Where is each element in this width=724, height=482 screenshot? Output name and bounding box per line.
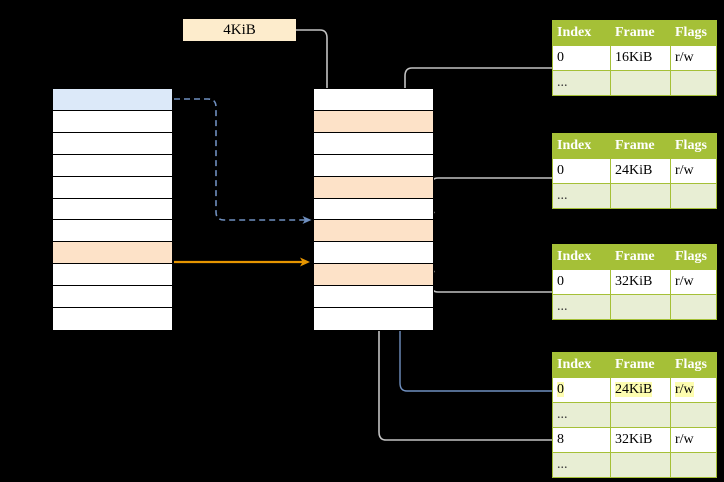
physical-frame-row-0 — [314, 89, 433, 111]
physical-frame-row-3 — [314, 154, 433, 177]
cell-frame: 24KiB — [610, 158, 671, 184]
cell-index: 0 — [552, 158, 611, 184]
cell-index: ... — [552, 183, 611, 209]
physical-frame-row-1 — [314, 110, 433, 133]
table-row[interactable]: ... — [552, 183, 717, 209]
table-row[interactable]: ... — [552, 402, 717, 428]
column-header-flags: Flags — [670, 133, 717, 159]
cell-flags: r/w — [670, 269, 717, 295]
virtual-page-row-9 — [53, 286, 172, 309]
size-label-text: 4KiB — [223, 22, 256, 38]
physical-frame-row-6 — [314, 220, 433, 243]
column-header-index: Index — [552, 244, 611, 270]
virtual-page-row-6 — [53, 220, 172, 243]
cell-frame — [610, 70, 671, 96]
column-header-frame: Frame — [610, 20, 671, 46]
cell-flags — [670, 70, 717, 96]
virtual-page-row-5 — [53, 198, 172, 221]
cell-flags — [670, 452, 717, 478]
cell-frame — [610, 294, 671, 320]
column-header-index: Index — [552, 20, 611, 46]
physical-memory-column — [313, 88, 434, 331]
column-header-frame: Frame — [610, 352, 671, 378]
virtual-page-row-7 — [53, 242, 172, 265]
cell-index: ... — [552, 294, 611, 320]
cell-flags — [670, 183, 717, 209]
column-header-flags: Flags — [670, 244, 717, 270]
cell-frame: 32KiB — [610, 427, 671, 453]
table-row[interactable]: ... — [552, 452, 717, 478]
cell-frame: 24KiB — [610, 377, 671, 403]
column-header-index: Index — [552, 133, 611, 159]
column-header-flags: Flags — [670, 352, 717, 378]
virtual-page-row-3 — [53, 154, 172, 177]
arrow-pt2-to-frame — [427, 177, 556, 221]
cell-index: ... — [552, 452, 611, 478]
physical-frame-row-2 — [314, 132, 433, 155]
table-row[interactable]: ... — [552, 294, 717, 320]
cell-index: 8 — [552, 427, 611, 453]
cell-flags — [670, 402, 717, 428]
column-header-index: Index — [552, 352, 611, 378]
physical-frame-row-5 — [314, 198, 433, 221]
physical-frame-row-4 — [314, 176, 433, 199]
virtual-address-space-column — [52, 88, 173, 331]
cell-frame: 32KiB — [610, 269, 671, 295]
virtual-page-row-4 — [53, 176, 172, 199]
virtual-page-row-1 — [53, 110, 172, 133]
cell-index: ... — [552, 402, 611, 428]
cell-flags: r/w — [670, 427, 717, 453]
cell-index: 0 — [552, 269, 611, 295]
cell-frame — [610, 452, 671, 478]
physical-frame-row-9 — [314, 286, 433, 309]
physical-frame-row-10 — [314, 308, 433, 330]
virtual-page-row-10 — [53, 308, 172, 330]
cell-index: 0 — [552, 377, 611, 403]
arrow-pt3-to-frame — [427, 263, 556, 293]
physical-frame-row-8 — [314, 264, 433, 287]
cell-index: 0 — [552, 45, 611, 71]
cell-flags — [670, 294, 717, 320]
column-header-frame: Frame — [610, 244, 671, 270]
cell-flags: r/w — [670, 377, 717, 403]
cell-flags: r/w — [670, 158, 717, 184]
cell-flags: r/w — [670, 45, 717, 71]
size-label-4kib: 4KiB — [183, 19, 296, 41]
cell-frame: 16KiB — [610, 45, 671, 71]
column-header-flags: Flags — [670, 20, 717, 46]
arrow-virtual-blue-page — [174, 98, 312, 224]
cell-index: ... — [552, 70, 611, 96]
virtual-page-row-8 — [53, 264, 172, 287]
virtual-page-row-2 — [53, 132, 172, 155]
cell-frame — [610, 183, 671, 209]
table-row[interactable]: ... — [552, 70, 717, 96]
virtual-page-row-0 — [53, 89, 172, 111]
physical-frame-row-7 — [314, 242, 433, 265]
column-header-frame: Frame — [610, 133, 671, 159]
cell-frame — [610, 402, 671, 428]
